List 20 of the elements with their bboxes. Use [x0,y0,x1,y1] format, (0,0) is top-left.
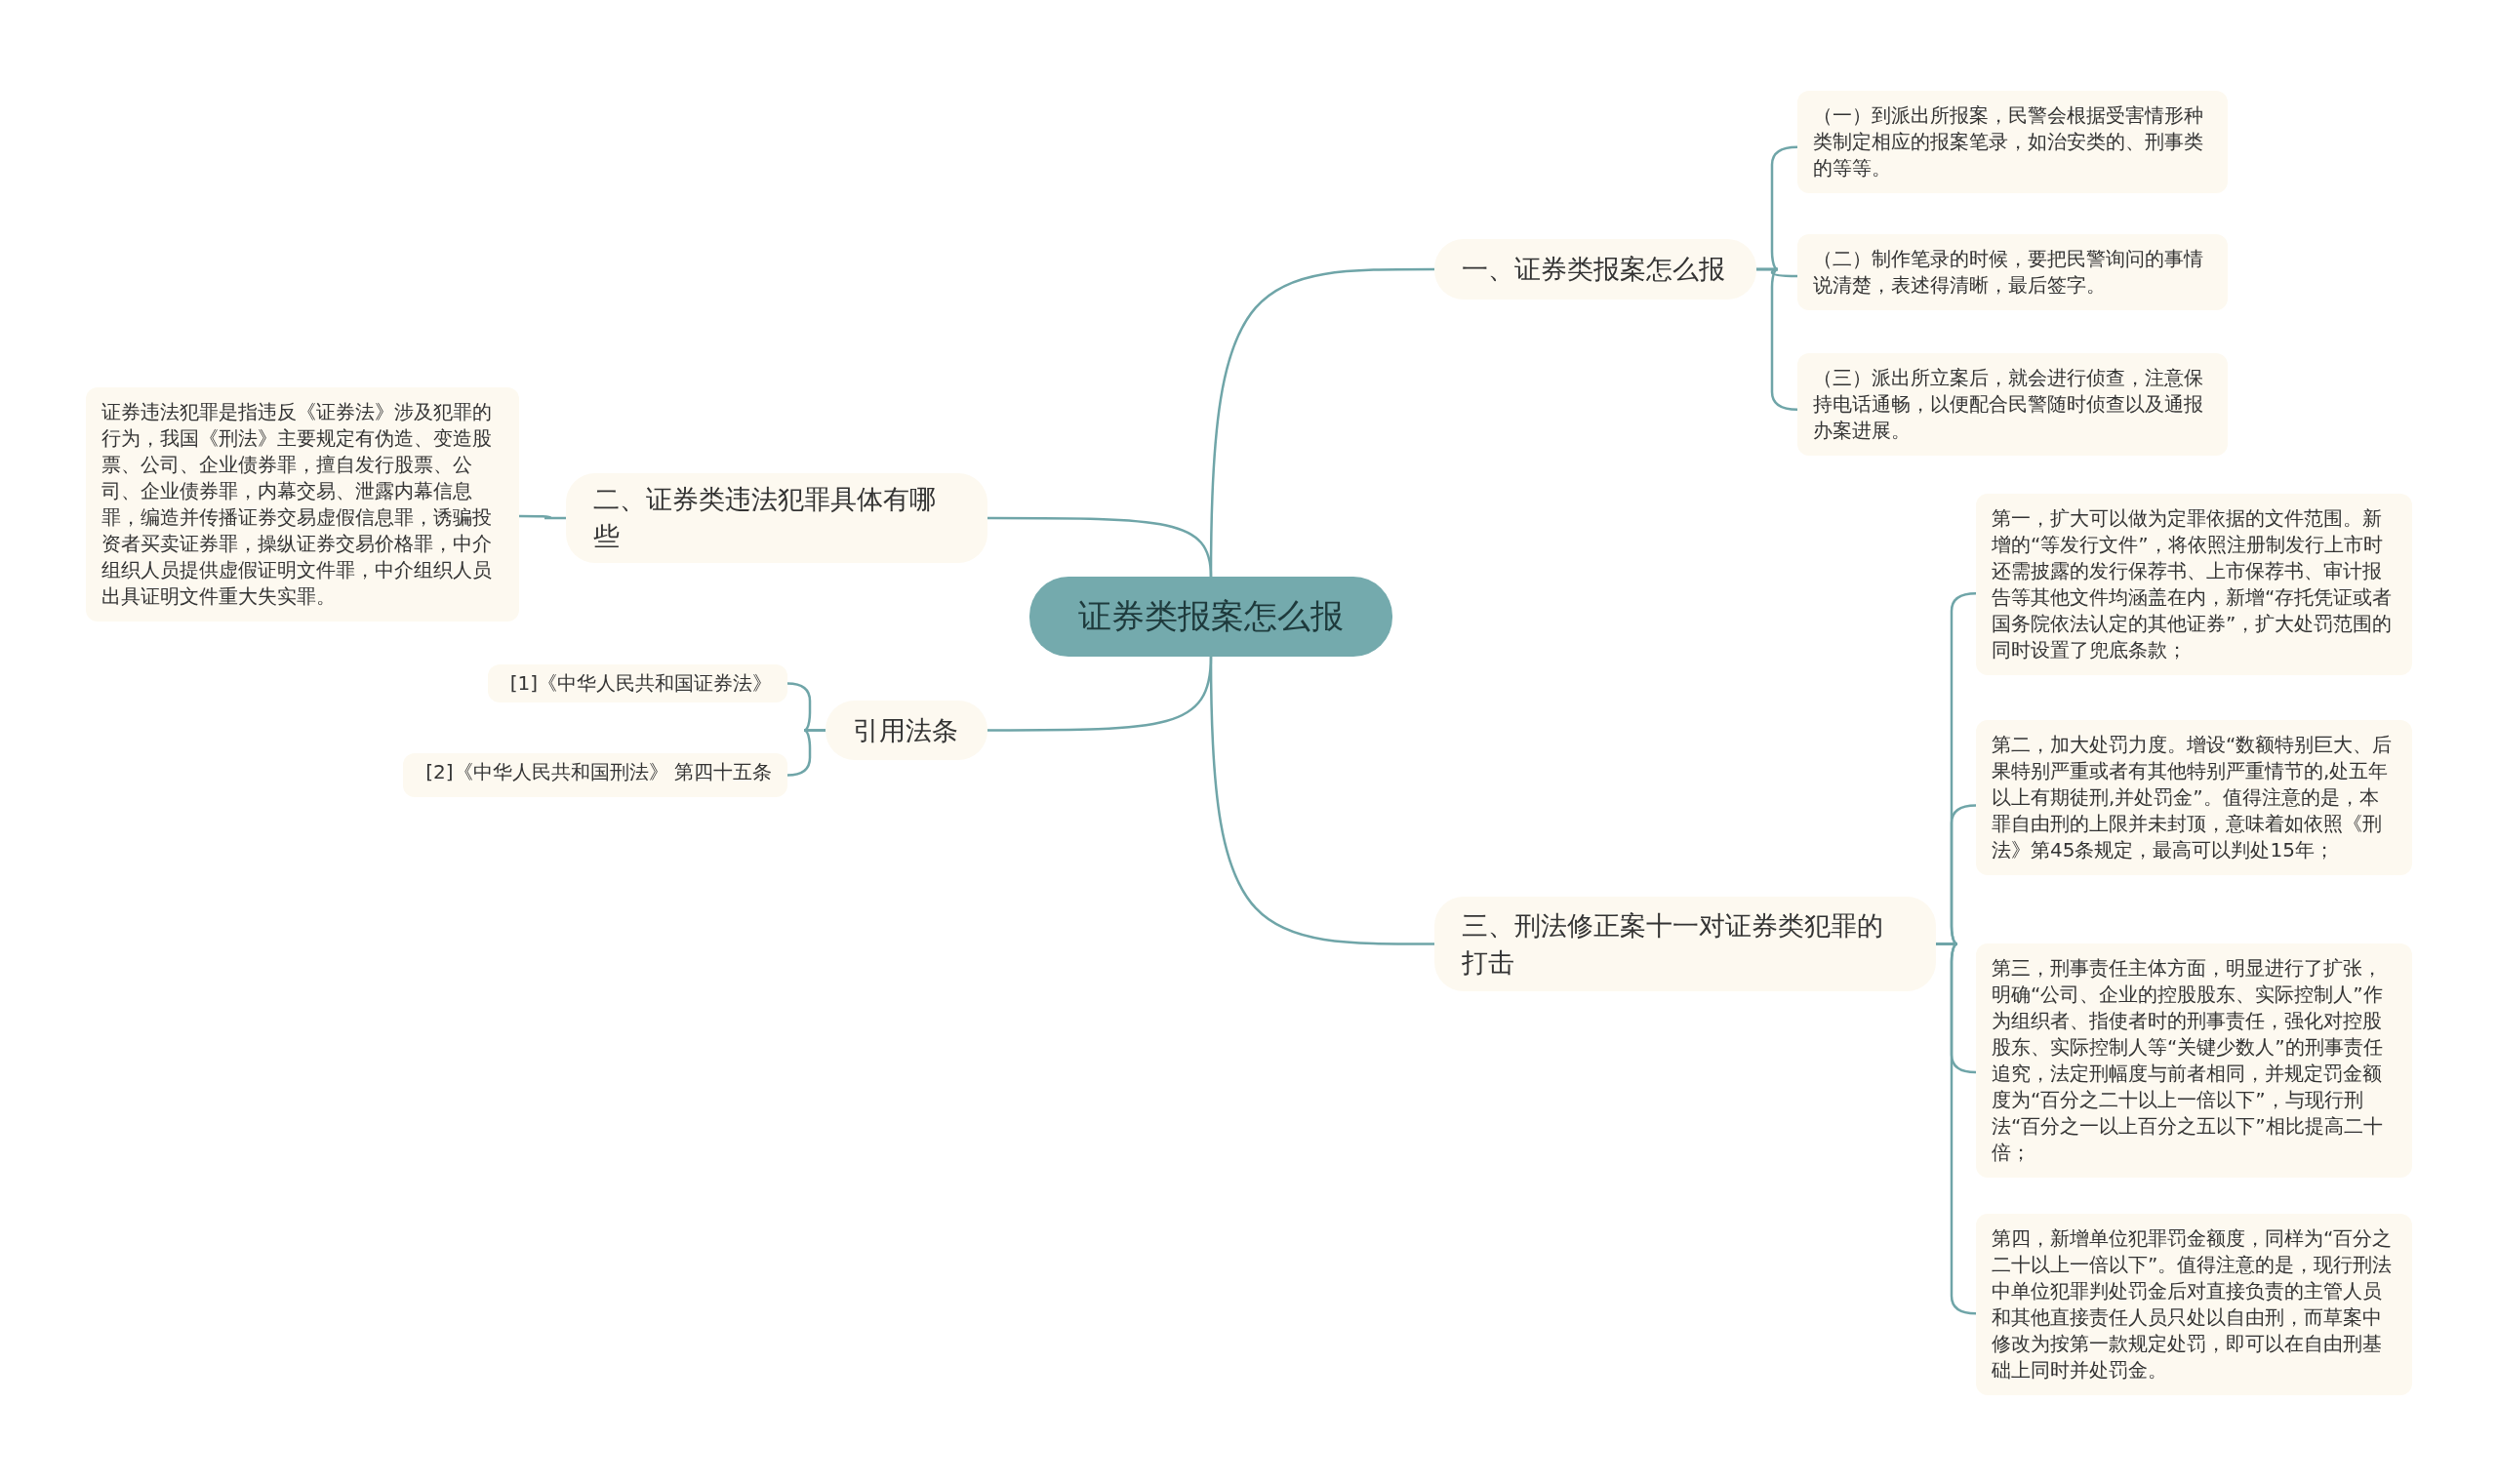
connector-line [1936,943,1977,1315]
topic-box: 一、证券类报案怎么报 [1434,239,1756,300]
note-box: 第二，加大处罚力度。增设“数额特别巨大、后果特别严重或者有其他特别严重情节的,处五年以上有期徒刑,并处罚金”。值得注意的是，本罪自由刑的上限并未封顶，意味着如依照《刑法》第45条规定，最高可以判处15年； [1976,720,2412,875]
connector-line [786,729,826,777]
note-box: 第四，新增单位犯罪罚金额度，同样为“百分之二十以上一倍以下”。值得注意的是，现行刑法中单位犯罪判处罚金后对直接负责的主管人员和其他直接责任人员只处以自由刑，而草案中修改为按第一款规定处罚，即可以在自由刑基础上同时并处罚金。 [1976,1214,2412,1395]
topic-box: 三、刑法修正案十一对证券类犯罪的打击 [1434,897,1936,991]
note-box: 证券违法犯罪是指违反《证券法》涉及犯罪的行为，我国《刑法》主要规定有伪造、变造股票、公司、企业债券罪，擅自发行股票、公司、企业债券罪，内幕交易、泄露内幕信息罪，编造并传播证券交易虚假信息罪，诱骗投资者买卖证券罪，操纵证券交易价格罪，中介组织人员提供虚假证明文件罪，中介组织人员出具证明文件重大失实罪。 [86,387,519,622]
connector-line [987,516,1213,578]
note-box: （一）到派出所报案，民警会根据受害情形种类制定相应的报案笔录，如治安类的、刑事类的等等。 [1797,91,2228,193]
topic-box: 二、证券类违法犯罪具体有哪些 [566,473,987,563]
note-box: （三）派出所立案后，就会进行侦查，注意保持电话通畅，以便配合民警随时侦查以及通报办案进展。 [1797,353,2228,456]
reference-box: [1]《中华人民共和国证券法》 [488,664,787,702]
reference-box: [2]《中华人民共和国刑法》 第四十五条 [403,753,787,797]
connector-line [1209,657,1434,945]
central-topic: 证券类报案怎么报 [1029,577,1392,657]
topic-box: 引用法条 [826,701,987,760]
note-box: （二）制作笔录的时候，要把民警询问的事情说清楚，表述得清晰，最后签字。 [1797,234,2228,310]
note-box: 第三，刑事责任主体方面，明显进行了扩张，明确“公司、企业的控股股东、实际控制人”作为组织者、指使者时的刑事责任，强化对控股股东、实际控制人等“关键少数人”的刑事责任追究，法定刑幅度与前者相同，并规定罚金额度为“百分之二十以上一倍以下”，与现行刑法“百分之一以上百分之五以下”相比提高二十倍； [1976,943,2412,1178]
note-box: 第一，扩大可以做为定罪依据的文件范围。新增的“等发行文件”，将依照注册制发行上市时还需披露的发行保荐书、上市保荐书、审计报告等其他文件均涵盖在内，新增“存托凭证或者国务院依法认定的其他证券”，扩大处罚范围的同时设置了兜底条款； [1976,494,2412,675]
connector-line [519,514,566,520]
